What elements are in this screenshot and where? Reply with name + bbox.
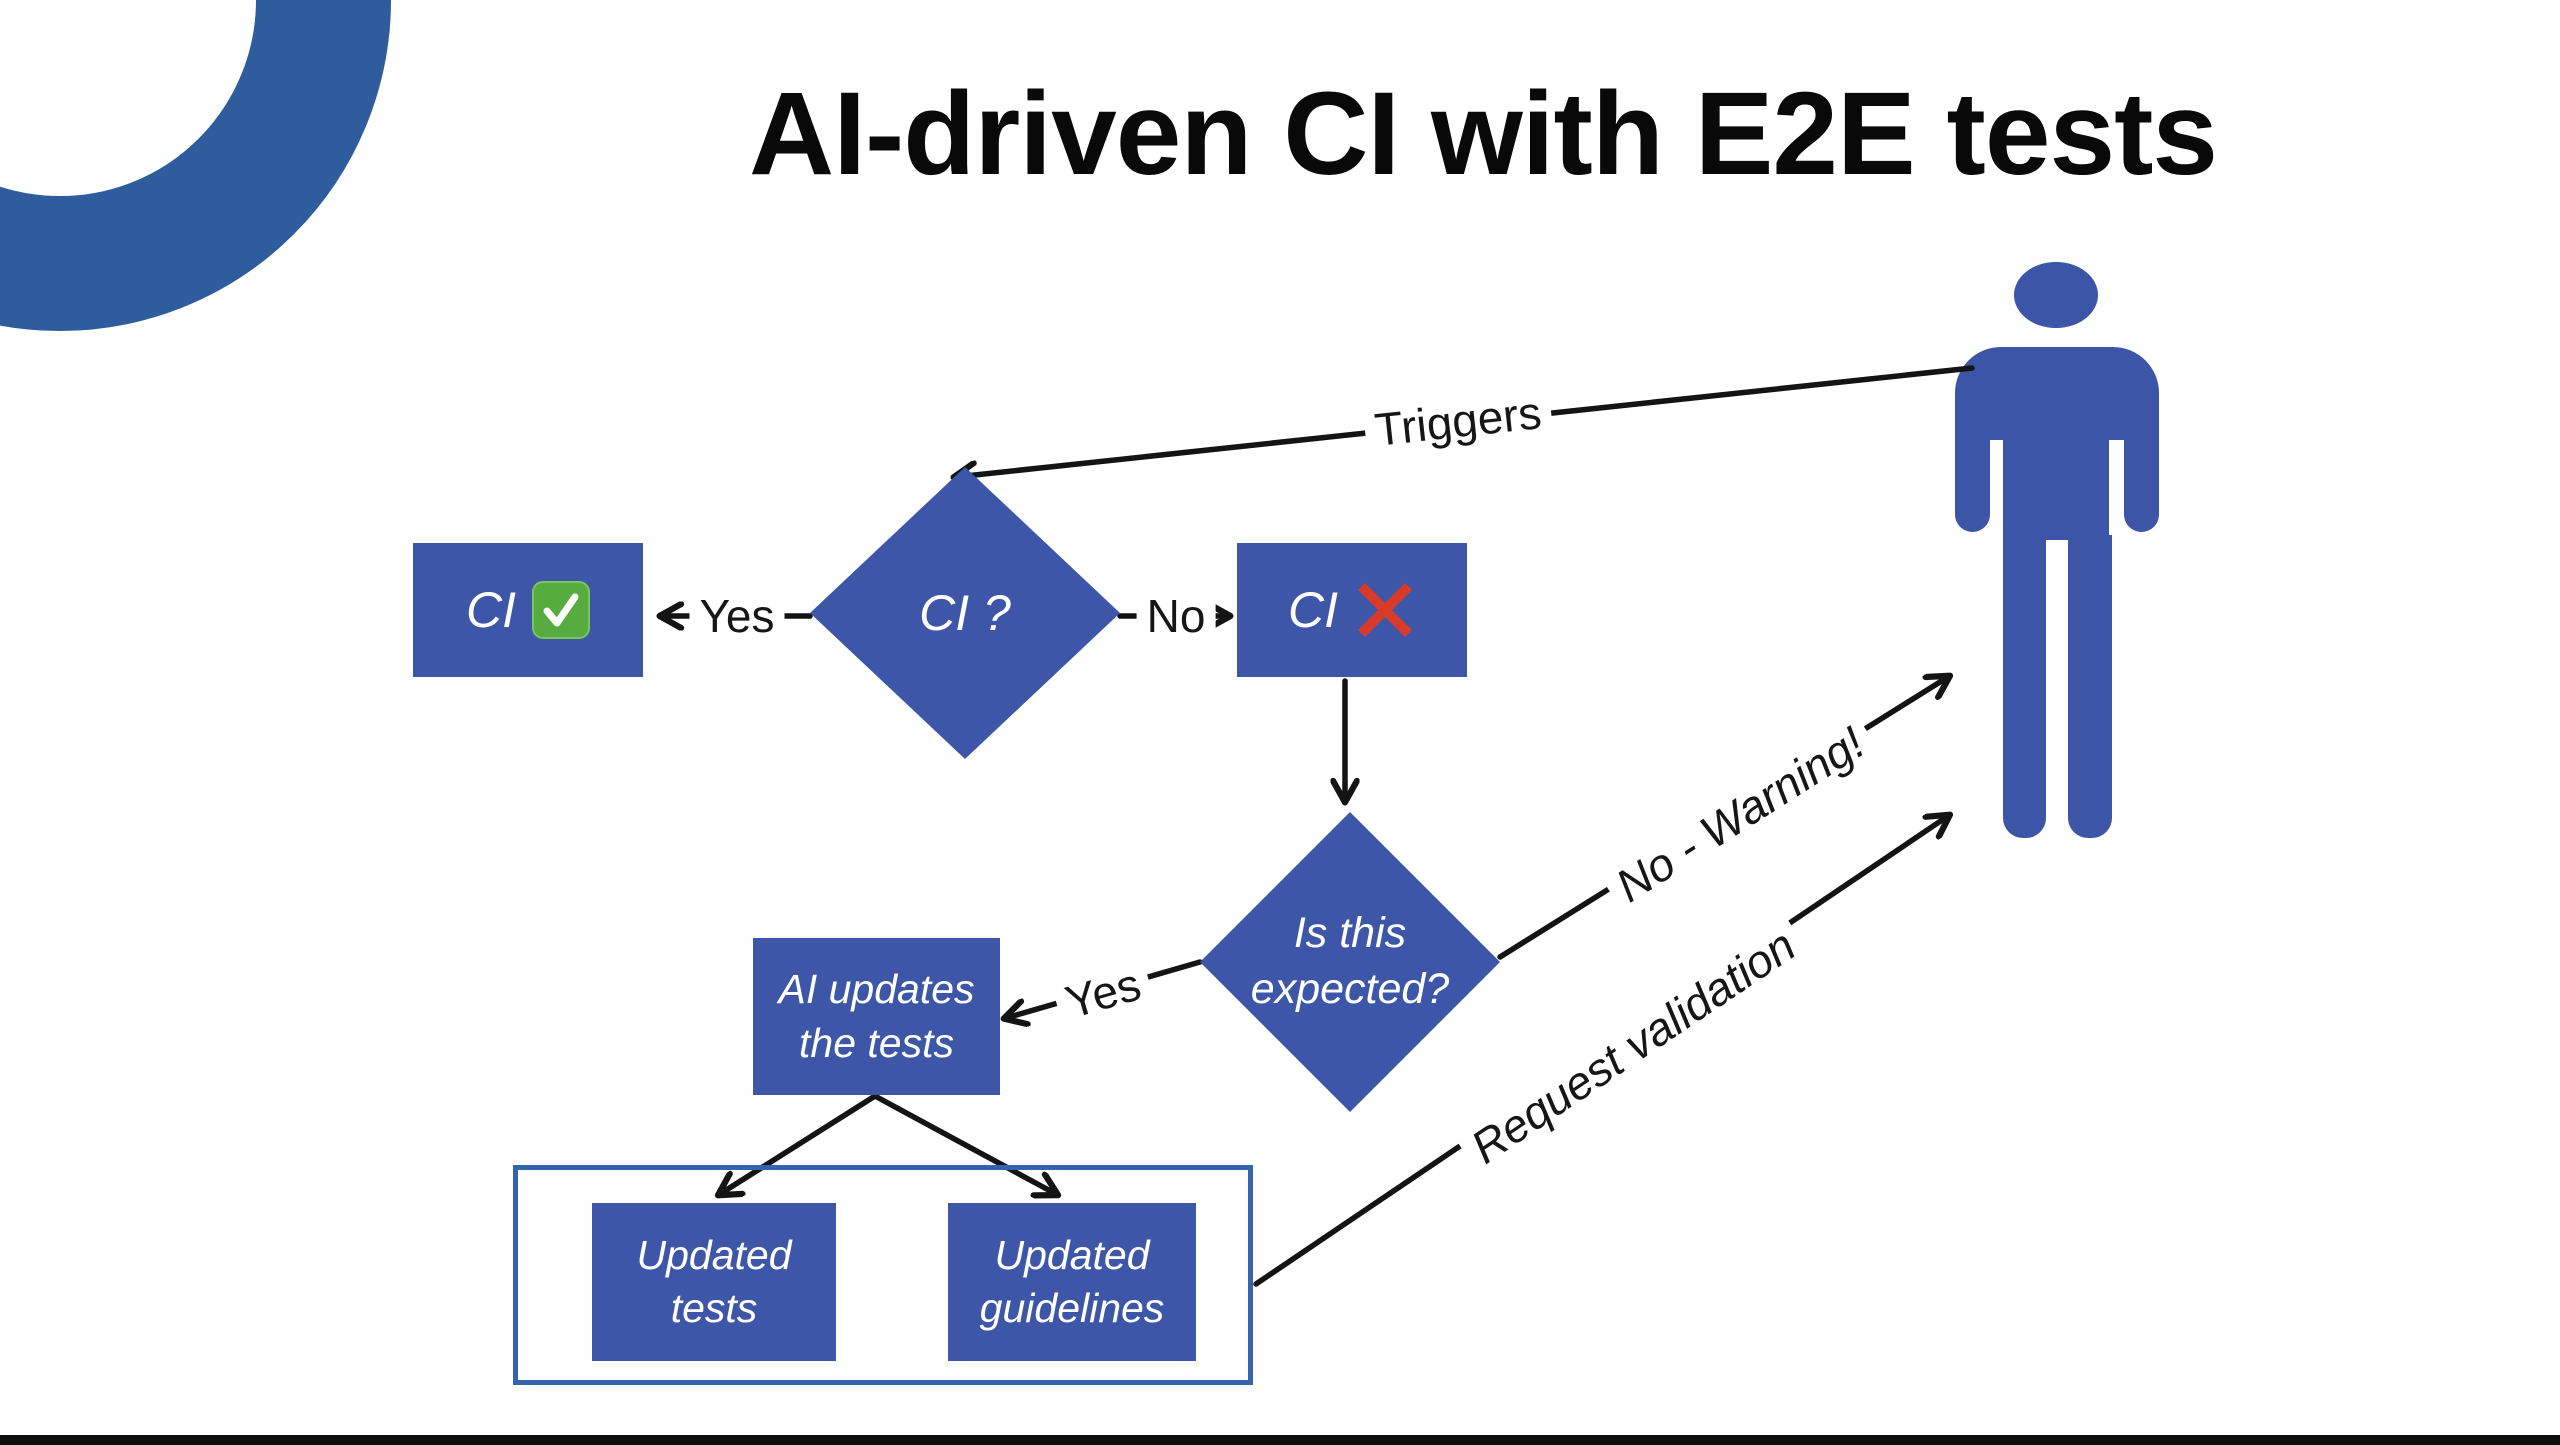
cross-mark-icon xyxy=(1358,583,1412,637)
node-ci-fail: CI xyxy=(1237,543,1467,677)
person-torso xyxy=(2003,438,2109,540)
bottom-divider-bar xyxy=(0,1435,2560,1445)
person-left-leg xyxy=(2003,535,2046,838)
person-shoulders xyxy=(1955,347,2159,440)
updated-guidelines-line-1: Updated xyxy=(994,1231,1150,1278)
node-ci-decision: CI ? xyxy=(810,467,1120,759)
node-updated-guidelines: Updated guidelines xyxy=(948,1203,1196,1361)
node-updated-tests: Updated tests xyxy=(592,1203,836,1361)
node-ai-updates: AI updates the tests xyxy=(753,938,1000,1095)
node-ci-pass: CI xyxy=(413,543,643,677)
decorative-ring xyxy=(0,0,391,331)
edge-label-no-top: No xyxy=(1136,587,1216,645)
check-mark-icon xyxy=(532,581,590,639)
ci-decision-label: CI ? xyxy=(919,584,1011,641)
person-head xyxy=(2014,262,2098,328)
ci-pass-label: CI xyxy=(466,581,516,638)
edge-label-yes-top: Yes xyxy=(689,587,785,645)
page-title: AI-driven CI with E2E tests xyxy=(749,68,2218,200)
ci-fail-label: CI xyxy=(1288,581,1338,638)
node-expected-decision: Is this expected? xyxy=(1200,812,1500,1112)
updated-tests-line-2: tests xyxy=(670,1285,758,1331)
outputs-container xyxy=(513,1165,1253,1385)
expected-line-2: expected? xyxy=(1250,965,1450,1013)
ai-updates-line-2: the tests xyxy=(799,1019,954,1066)
expected-line-1: Is this xyxy=(1293,909,1407,958)
updated-tests-line-1: Updated xyxy=(636,1231,792,1278)
edge-label-yes-bottom: Yes xyxy=(1049,952,1157,1034)
edge-label-no-warning: No - Warning! xyxy=(1596,708,1884,920)
person-right-arm xyxy=(2124,438,2159,532)
person-right-leg xyxy=(2068,535,2112,838)
edge-label-triggers: Triggers xyxy=(1361,382,1555,460)
person-left-arm xyxy=(1955,438,1990,532)
updated-guidelines-line-2: guidelines xyxy=(979,1285,1165,1331)
ai-updates-line-1: AI updates xyxy=(778,966,975,1013)
edge-label-request-validation: Request validation xyxy=(1451,910,1815,1182)
